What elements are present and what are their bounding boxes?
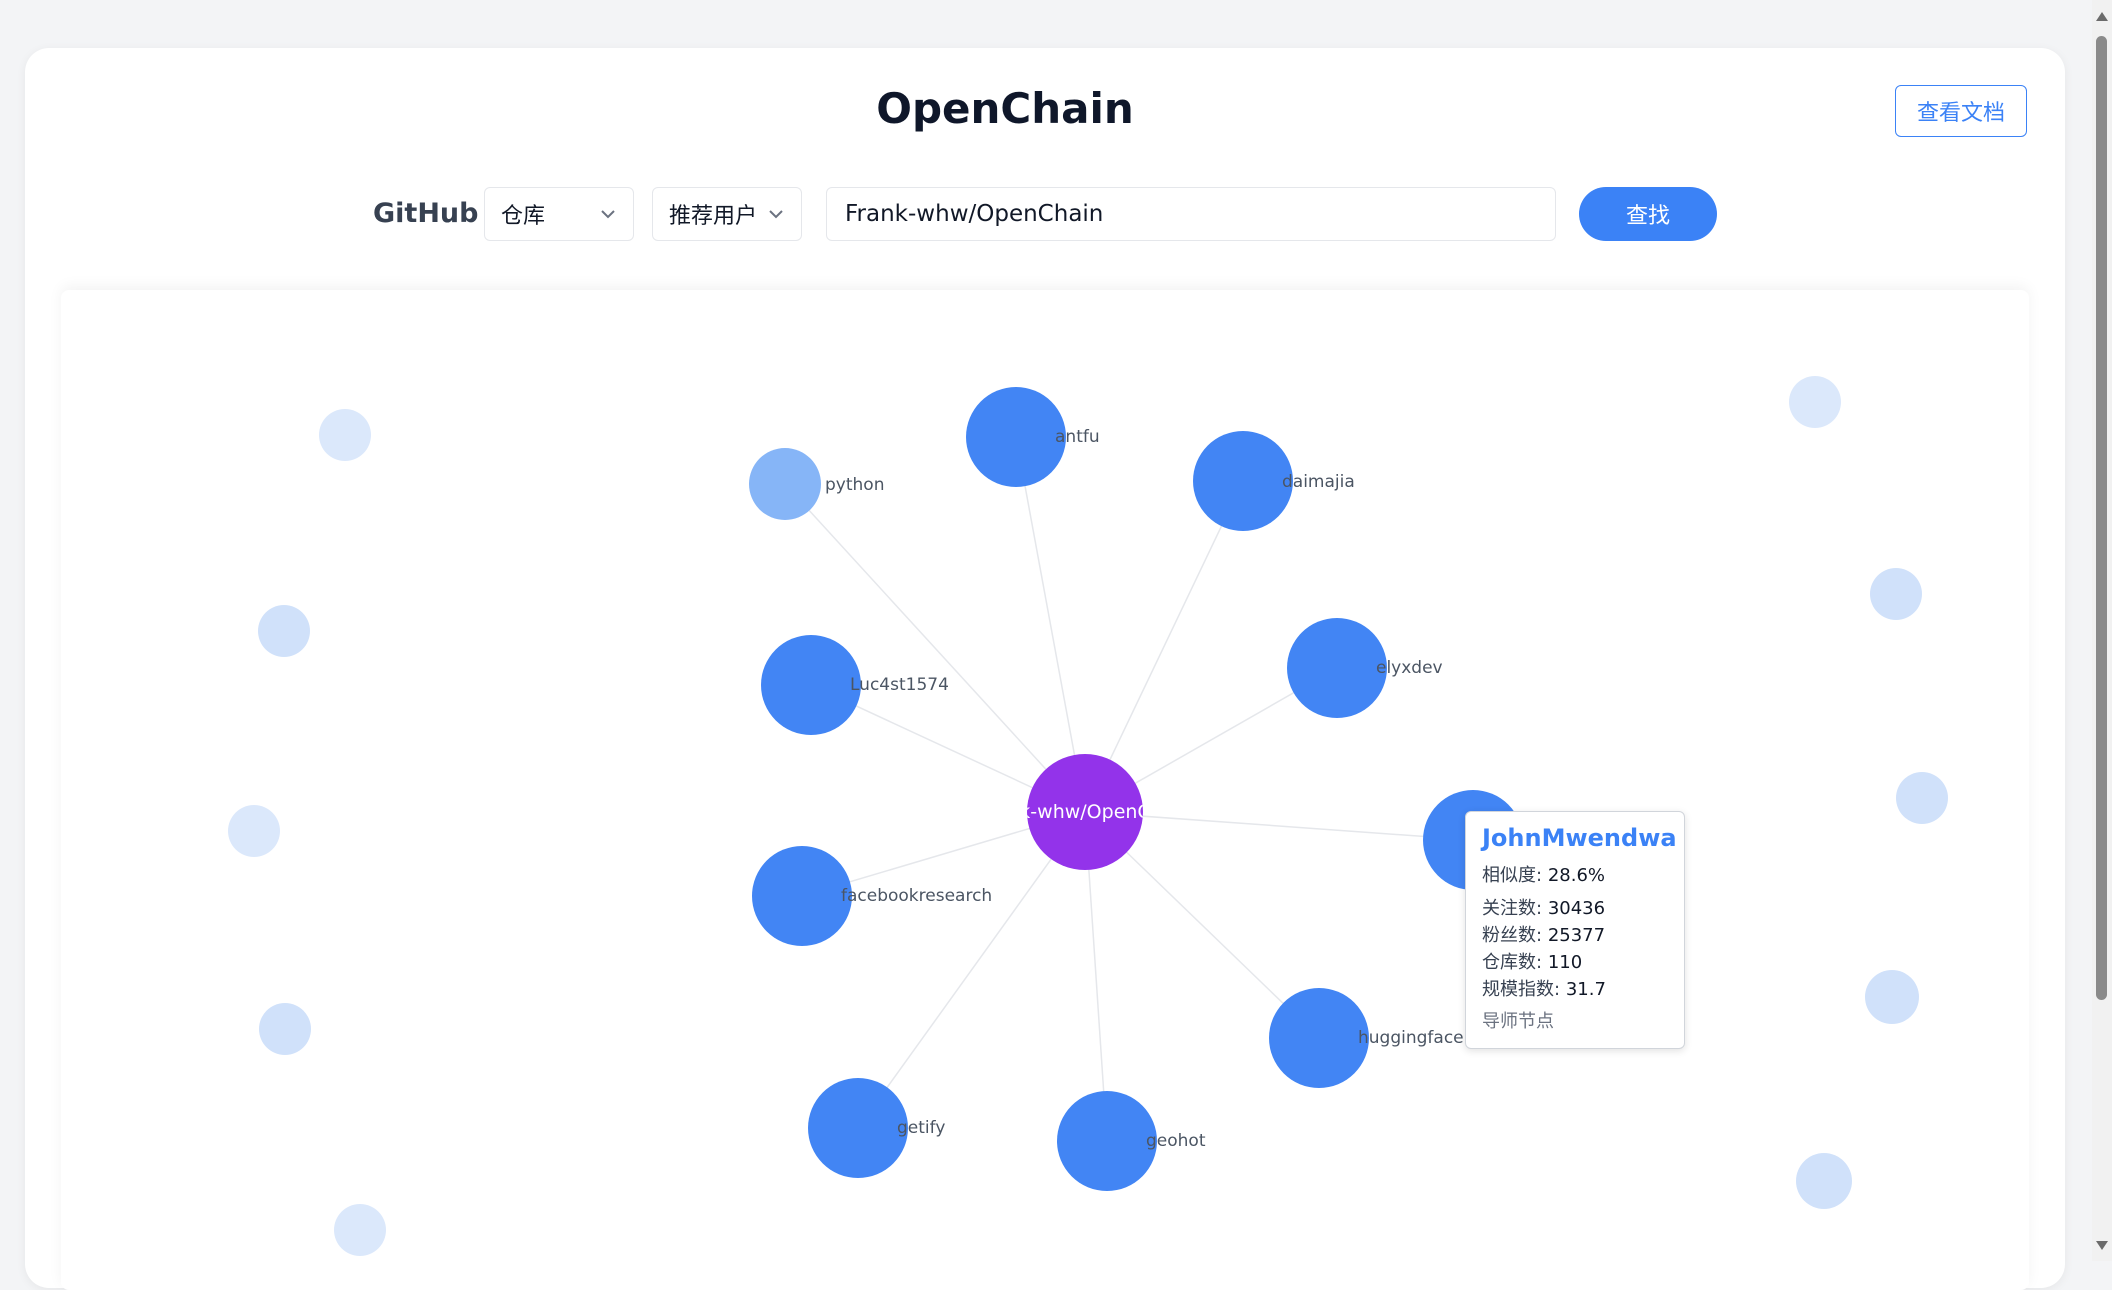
type-select-value: 仓库 — [501, 204, 546, 229]
tooltip-scale: 规模指数: 31.7 — [1482, 976, 1668, 1003]
node-label: python — [825, 475, 884, 495]
chevron-down-icon — [767, 205, 785, 223]
tooltip-similarity: 相似度: 28.6% — [1482, 862, 1668, 889]
background-node — [1870, 568, 1922, 620]
node-tooltip: JohnMwendwa 相似度: 28.6% 关注数: 30436 粉丝数: 2… — [1465, 811, 1685, 1049]
chevron-down-icon — [599, 205, 617, 223]
scroll-down-arrow-icon[interactable] — [2096, 1241, 2108, 1250]
node-label: Luc4st1574 — [850, 675, 949, 695]
node-label: facebookresearch — [841, 886, 992, 906]
tooltip-repos: 仓库数: 110 — [1482, 949, 1668, 976]
node-label: daimajia — [1282, 472, 1355, 492]
center-node-label: k-whw/OpenC — [1019, 801, 1150, 823]
repos-label: 仓库数: — [1482, 952, 1543, 973]
scroll-up-arrow-icon[interactable] — [2096, 12, 2108, 21]
graph-node-huggingface[interactable]: huggingface — [1269, 988, 1464, 1088]
find-button[interactable]: 查找 — [1579, 187, 1717, 241]
background-node — [259, 1003, 311, 1055]
background-node — [319, 409, 371, 461]
network-graph: python antfu daimajia Luc4st1574 elyxdev… — [228, 376, 1948, 1256]
graph-node-python[interactable]: python — [749, 448, 884, 520]
graph-nodes[interactable]: python antfu daimajia Luc4st1574 elyxdev… — [749, 387, 1523, 1191]
background-node — [1896, 772, 1948, 824]
platform-label: GitHub — [373, 198, 479, 229]
node-label: huggingface — [1358, 1028, 1464, 1048]
followers-value: 25377 — [1547, 925, 1606, 946]
graph-node-geohot[interactable]: geohot — [1057, 1091, 1206, 1191]
background-nodes — [228, 376, 1948, 1256]
following-label: 关注数: — [1482, 898, 1543, 919]
graph-node-daimajia[interactable]: daimajia — [1193, 431, 1355, 531]
tooltip-following: 关注数: 30436 — [1482, 895, 1668, 922]
scale-label: 规模指数: — [1482, 979, 1561, 1000]
graph-node-antfu[interactable]: antfu — [966, 387, 1100, 487]
node-label: geohot — [1146, 1131, 1206, 1151]
similarity-label: 相似度: — [1482, 865, 1543, 886]
scrollbar-thumb[interactable] — [2096, 36, 2107, 1000]
mode-select-value: 推荐用户 — [669, 204, 758, 229]
tooltip-role: 导师节点 — [1482, 1011, 1554, 1032]
search-input[interactable] — [826, 187, 1556, 241]
graph-node-elyxdev[interactable]: elyxdev — [1287, 618, 1443, 718]
tooltip-followers: 粉丝数: 25377 — [1482, 922, 1668, 949]
mode-select[interactable]: 推荐用户 — [652, 187, 802, 241]
scale-value: 31.7 — [1565, 979, 1606, 1000]
repos-value: 110 — [1547, 952, 1583, 973]
tooltip-name: JohnMwendwa — [1482, 824, 1677, 852]
followers-label: 粉丝数: — [1482, 925, 1543, 946]
type-select[interactable]: 仓库 — [484, 187, 634, 241]
background-node — [228, 805, 280, 857]
graph-node-getify[interactable]: getify — [808, 1078, 945, 1178]
background-node — [1796, 1153, 1852, 1209]
graph-node-luc4st1574[interactable]: Luc4st1574 — [761, 635, 949, 735]
background-node — [1865, 970, 1919, 1024]
node-label: getify — [897, 1118, 945, 1138]
graph-node-center[interactable]: k-whw/OpenC — [1019, 754, 1150, 870]
node-label: antfu — [1055, 427, 1100, 447]
background-node — [334, 1204, 386, 1256]
graph-node-facebookresearch[interactable]: facebookresearch — [752, 846, 992, 946]
background-node — [1789, 376, 1841, 428]
node-label: elyxdev — [1376, 658, 1443, 678]
background-node — [258, 605, 310, 657]
page-title: OpenChain — [876, 84, 1134, 133]
similarity-value: 28.6% — [1547, 865, 1605, 886]
following-value: 30436 — [1547, 898, 1606, 919]
view-docs-button[interactable]: 查看文档 — [1895, 85, 2027, 137]
